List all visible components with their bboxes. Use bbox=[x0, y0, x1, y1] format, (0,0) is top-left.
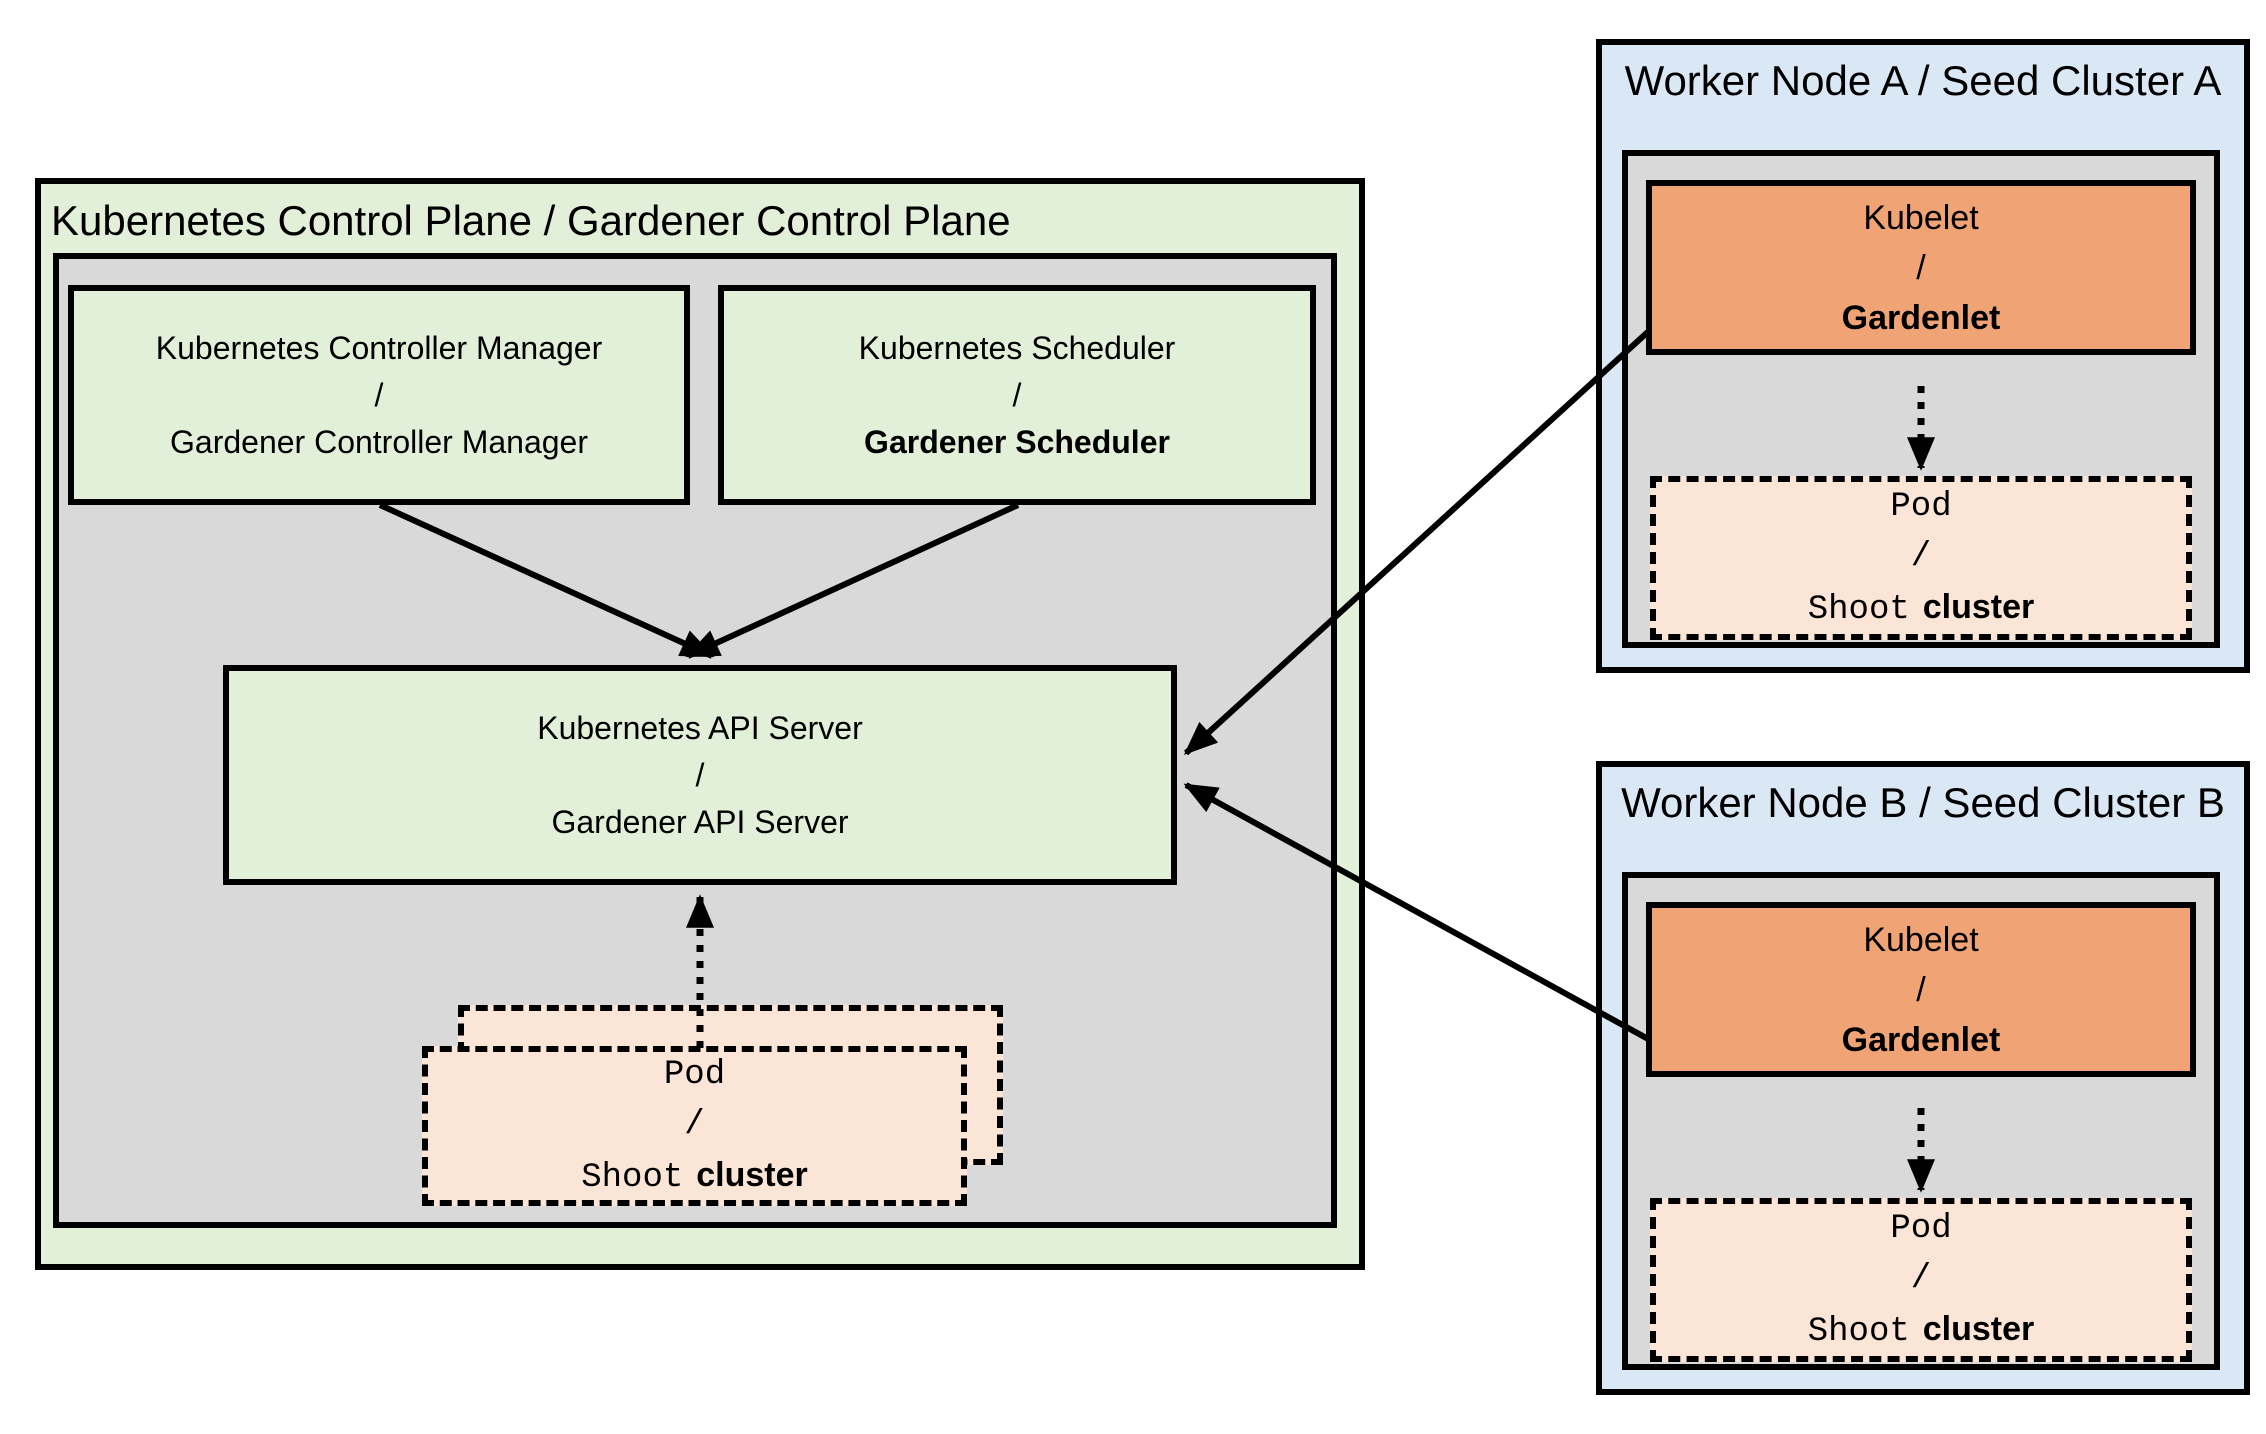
pod-shoot-b-slash: / bbox=[1910, 1259, 1932, 1298]
controller-manager-line1: Kubernetes Controller Manager bbox=[155, 329, 603, 366]
scheduler-line1: Kubernetes Scheduler bbox=[858, 329, 1176, 366]
pod-shoot-line3-code: Shoot bbox=[581, 1158, 684, 1197]
controller-manager-box: Kubernetes Controller Manager / Gardener… bbox=[68, 285, 690, 505]
kubelet-b-line3: Gardenlet bbox=[1841, 1020, 2001, 1059]
control-plane-title: Kubernetes Control Plane / Gardener Cont… bbox=[51, 197, 1011, 244]
pod-shoot-slash: / bbox=[684, 1105, 705, 1144]
kubelet-b-line1: Kubelet bbox=[1863, 920, 1979, 959]
kubelet-a-slash: / bbox=[1916, 248, 1926, 287]
pod-shoot-a-line3: Shoot cluster bbox=[1808, 582, 2035, 635]
pod-shoot-b-line3-text: cluster bbox=[1922, 1309, 2035, 1348]
worker-node-b-box: Worker Node B / Seed Cluster B Kubelet /… bbox=[1596, 761, 2250, 1395]
pod-shoot-box: Pod / Shoot cluster bbox=[422, 1046, 967, 1206]
worker-node-b-panel: Kubelet / Gardenlet Pod / Shoot cluster bbox=[1622, 872, 2220, 1370]
kubelet-a-line3: Gardenlet bbox=[1841, 298, 2001, 337]
kubelet-b-slash: / bbox=[1916, 970, 1926, 1009]
pod-shoot-line1: Pod bbox=[663, 1055, 726, 1094]
worker-node-a-box: Worker Node A / Seed Cluster A Kubelet /… bbox=[1596, 39, 2250, 673]
kubelet-a-line1: Kubelet bbox=[1863, 198, 1979, 237]
worker-node-b-title: Worker Node B / Seed Cluster B bbox=[1621, 779, 2225, 826]
pod-shoot-a-slash: / bbox=[1910, 537, 1932, 576]
control-plane-box: Kubernetes Control Plane / Gardener Cont… bbox=[35, 178, 1365, 1270]
pod-shoot-a-box: Pod / Shoot cluster bbox=[1650, 476, 2192, 640]
pod-shoot-a-line3-code: Shoot bbox=[1807, 590, 1910, 629]
worker-node-a-title: Worker Node A / Seed Cluster A bbox=[1624, 57, 2222, 104]
controller-manager-slash: / bbox=[374, 376, 384, 413]
api-server-box: Kubernetes API Server / Gardener API Ser… bbox=[223, 665, 1177, 885]
pod-shoot-b-box: Pod / Shoot cluster bbox=[1650, 1198, 2192, 1362]
worker-node-a-panel: Kubelet / Gardenlet Pod / Shoot cluster bbox=[1622, 150, 2220, 648]
kubelet-b-box: Kubelet / Gardenlet bbox=[1646, 902, 2196, 1077]
api-server-line3: Gardener API Server bbox=[551, 803, 849, 840]
control-plane-inner-panel: Kubernetes Controller Manager / Gardener… bbox=[53, 253, 1337, 1228]
pod-shoot-b-line3-code: Shoot bbox=[1807, 1312, 1910, 1351]
api-server-slash: / bbox=[695, 756, 705, 793]
api-server-line1: Kubernetes API Server bbox=[537, 709, 863, 746]
pod-shoot-a-line3-text: cluster bbox=[1922, 587, 2035, 626]
pod-shoot-line3: Shoot cluster bbox=[581, 1150, 808, 1203]
scheduler-slash: / bbox=[1012, 376, 1022, 413]
pod-shoot-a-line1: Pod bbox=[1890, 487, 1952, 526]
scheduler-box: Kubernetes Scheduler / Gardener Schedule… bbox=[718, 285, 1316, 505]
pod-shoot-b-line1: Pod bbox=[1890, 1209, 1952, 1248]
pod-shoot-b-line3: Shoot cluster bbox=[1808, 1304, 2035, 1357]
pod-shoot-line3-text: cluster bbox=[696, 1155, 808, 1194]
kubelet-a-box: Kubelet / Gardenlet bbox=[1646, 180, 2196, 355]
controller-manager-line3: Gardener Controller Manager bbox=[170, 423, 588, 460]
scheduler-line3: Gardener Scheduler bbox=[864, 423, 1170, 460]
